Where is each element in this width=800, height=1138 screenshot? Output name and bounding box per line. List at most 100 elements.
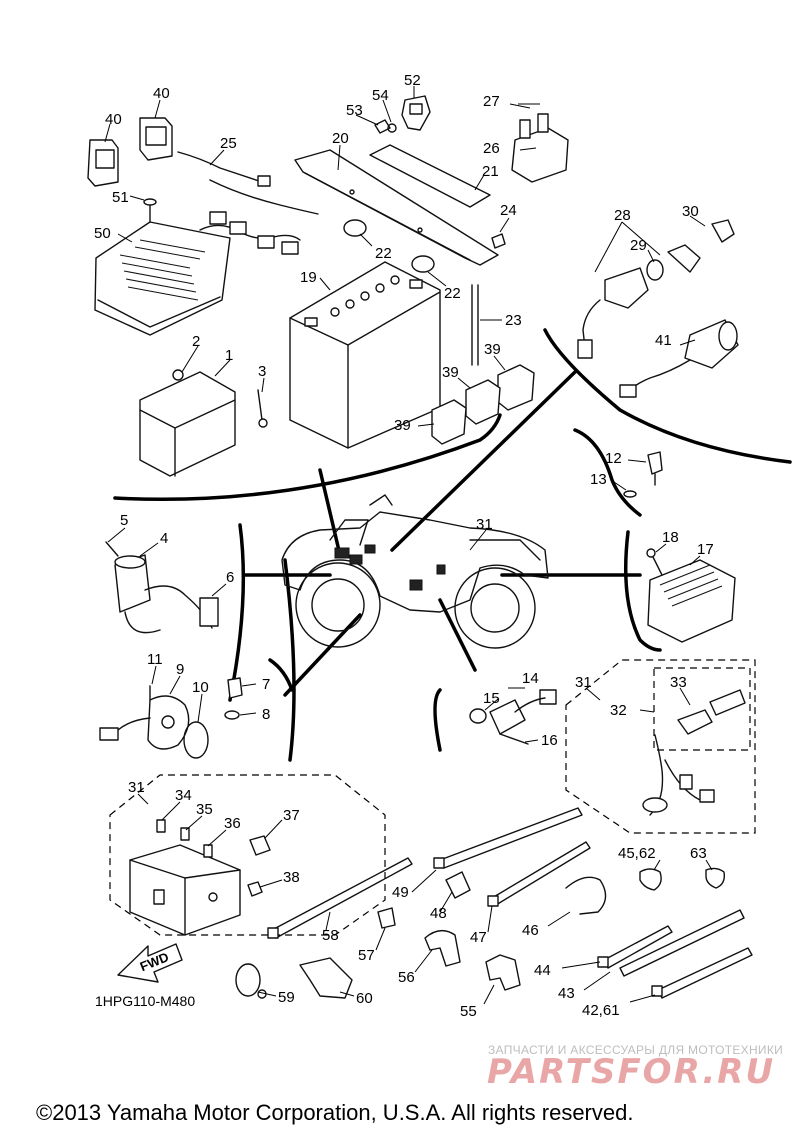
callout-54: 54 [372, 87, 389, 104]
callout-17: 17 [697, 541, 714, 558]
callout-41: 41 [655, 332, 672, 349]
drawing-code: 1HPG110-M480 [95, 993, 196, 1009]
callout-31-harness: 31 [575, 674, 592, 691]
callout-60: 60 [356, 990, 373, 1007]
callout-24: 24 [500, 202, 517, 219]
callout-27: 27 [483, 93, 500, 110]
callout-44: 44 [534, 962, 551, 979]
copyright-notice: ©2013 Yamaha Motor Corporation, U.S.A. A… [36, 1100, 634, 1125]
callout-16: 16 [541, 732, 558, 749]
leader-lines [104, 86, 713, 1005]
callout-39-left: 39 [394, 417, 411, 434]
callout-36: 36 [224, 815, 241, 832]
callout-23: 23 [505, 312, 522, 329]
callout-63: 63 [690, 845, 707, 862]
sensor-12 [623, 451, 663, 498]
socket-assembly [619, 319, 739, 398]
callout-52: 52 [404, 72, 421, 89]
callout-33: 33 [670, 674, 687, 691]
ecu-module [94, 211, 301, 336]
battery-bracket [294, 144, 499, 266]
callout-55: 55 [460, 1003, 477, 1020]
callout-22-left: 22 [375, 245, 392, 262]
wiring-subharness-outline [565, 659, 756, 834]
callout-3: 3 [258, 363, 266, 380]
bolt-51 [143, 198, 157, 223]
callout-56: 56 [398, 969, 415, 986]
callout-40-right: 40 [153, 85, 170, 102]
callout-45-62: 45,62 [618, 845, 656, 862]
starter-relay [511, 113, 569, 183]
callout-39-right: 39 [484, 341, 501, 358]
watermark-tagline: ЗАПЧАСТИ И АКСЕССУАРЫ ДЛЯ МОТОТЕХНИКИ [488, 1043, 784, 1057]
connector-inset-outline [653, 667, 751, 751]
main-switch [577, 219, 735, 359]
callout-22-right: 22 [444, 285, 461, 302]
callout-5: 5 [120, 512, 128, 529]
callout-37: 37 [283, 807, 300, 824]
rubber-cushions [343, 219, 435, 273]
callout-9: 9 [176, 661, 184, 678]
callout-10: 10 [192, 679, 209, 696]
callout-31-fusebox: 31 [128, 779, 145, 796]
fuse-box [129, 819, 271, 936]
callout-12: 12 [605, 450, 622, 467]
callout-57: 57 [358, 947, 375, 964]
callout-7: 7 [262, 676, 270, 693]
sensor-assembly-14 [469, 689, 557, 745]
watermark-logo: PARTSFOR.RU [487, 1052, 776, 1092]
callout-30: 30 [682, 203, 699, 220]
callout-labels: 40 40 51 25 50 20 53 54 52 21 22 22 24 1… [94, 72, 714, 1020]
wire-lead [177, 151, 319, 215]
thermo-switch [224, 677, 243, 720]
callout-2: 2 [192, 333, 200, 350]
relay-pair [87, 117, 173, 187]
callout-50: 50 [94, 225, 111, 242]
callout-20: 20 [332, 130, 349, 147]
callout-59: 59 [278, 989, 295, 1006]
callout-46: 46 [522, 922, 539, 939]
callout-35: 35 [196, 801, 213, 818]
callout-4: 4 [160, 530, 168, 547]
relays-39 [431, 364, 535, 445]
callout-14: 14 [522, 670, 539, 687]
callout-43: 43 [558, 985, 575, 1002]
callout-34: 34 [175, 787, 192, 804]
speed-sensor [99, 685, 209, 759]
callout-31-vehicle: 31 [476, 516, 493, 533]
callout-19: 19 [300, 269, 317, 286]
battery [289, 261, 441, 449]
callout-29: 29 [630, 237, 647, 254]
callout-6: 6 [226, 569, 234, 586]
callout-49: 49 [392, 884, 409, 901]
callout-25: 25 [220, 135, 237, 152]
callout-32: 32 [610, 702, 627, 719]
fwd-arrow: FWD [117, 943, 183, 983]
callout-26: 26 [483, 140, 500, 157]
callout-40-left: 40 [105, 111, 122, 128]
subharness [642, 689, 746, 816]
atv-outline [281, 494, 549, 649]
callout-15: 15 [483, 690, 500, 707]
callout-13: 13 [590, 471, 607, 488]
control-unit [139, 369, 268, 477]
callout-42-61: 42,61 [582, 1002, 620, 1019]
callout-28: 28 [614, 207, 631, 224]
callout-47: 47 [470, 929, 487, 946]
callout-1: 1 [225, 347, 233, 364]
callout-38: 38 [283, 869, 300, 886]
cable-ties [267, 807, 753, 999]
battery-hold-rod [471, 284, 479, 366]
callout-48: 48 [430, 905, 447, 922]
callout-8: 8 [262, 706, 270, 723]
rectifier-regulator [646, 548, 736, 643]
callout-39-middle: 39 [442, 364, 459, 381]
ignition-coil [105, 541, 219, 634]
callout-11: 11 [147, 651, 163, 668]
fuse-box-outline [109, 774, 386, 936]
callout-18: 18 [662, 529, 679, 546]
callout-21: 21 [482, 163, 499, 180]
callout-53: 53 [346, 102, 363, 119]
callout-51: 51 [112, 189, 129, 206]
